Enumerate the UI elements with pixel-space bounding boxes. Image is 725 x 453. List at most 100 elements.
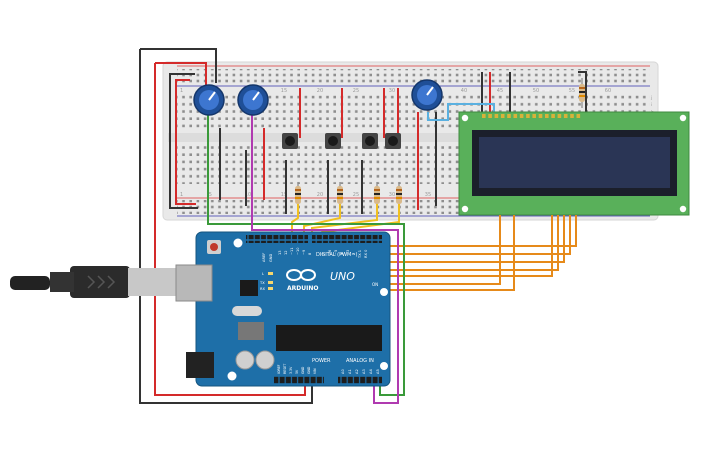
potentiometer-contrast[interactable] bbox=[411, 79, 443, 111]
resistor-3 bbox=[374, 182, 380, 208]
lcd-pin-4 bbox=[500, 114, 505, 118]
wire-magenta-analog bbox=[251, 212, 399, 404]
digital-pin-5: ~5 bbox=[334, 250, 338, 255]
lcd-pin-1 bbox=[482, 114, 486, 118]
lcd-pin-13 bbox=[557, 114, 562, 118]
digital-section-label: DIGITAL (PWM~) bbox=[316, 252, 358, 258]
power-pin-reset: RESET bbox=[283, 364, 287, 374]
capacitor-2 bbox=[255, 350, 275, 370]
digital-pin-7: 7 bbox=[322, 253, 326, 255]
wire-red-left-loop bbox=[175, 79, 196, 205]
power-pin-ioref: IOREF bbox=[277, 364, 281, 374]
arduino-uno-board: ARDUINO UNO DIGITAL (PWM~) POWER ANALOG … bbox=[175, 231, 391, 387]
analog-pin-a5: A5 bbox=[376, 369, 380, 374]
resistor-4 bbox=[396, 182, 402, 208]
usb-cable bbox=[10, 266, 180, 298]
digital-pin-3: ~3 bbox=[346, 250, 350, 255]
jumper-black-lcd-3 bbox=[578, 71, 587, 112]
push-button-3[interactable] bbox=[362, 133, 378, 149]
power-pin-gnd-2: GND bbox=[307, 366, 311, 374]
column-number-40: 40 bbox=[461, 88, 467, 94]
digital-pin-tx: TX 1 bbox=[358, 250, 362, 259]
wire-black-rail-top bbox=[140, 48, 217, 83]
column-number-50: 50 bbox=[533, 88, 539, 94]
push-button-2[interactable] bbox=[325, 133, 341, 149]
potentiometer-2[interactable] bbox=[237, 84, 269, 116]
digital-pin-10: ~10 bbox=[296, 247, 300, 255]
usb-chip bbox=[240, 280, 258, 296]
lcd-pin-3 bbox=[494, 114, 499, 118]
led-label-l: L bbox=[262, 272, 264, 276]
column-number-bottom-30: 30 bbox=[389, 192, 395, 198]
led-label-tx: TX bbox=[259, 281, 265, 285]
row-letter-i: i bbox=[651, 102, 652, 108]
lcd-pin-14 bbox=[563, 114, 568, 118]
arduino-logo bbox=[286, 269, 316, 281]
lcd-pin-15 bbox=[570, 114, 574, 118]
column-number-45: 45 bbox=[497, 88, 503, 94]
digital-pin-13: 13 bbox=[278, 250, 282, 255]
led-label-rx: RX bbox=[260, 287, 265, 291]
analog-header bbox=[338, 376, 382, 384]
column-number-30: 30 bbox=[389, 88, 395, 94]
digital-pin-11: ~11 bbox=[290, 247, 294, 255]
power-pin-gnd-1: GND bbox=[301, 366, 305, 374]
wire-red-rail-top bbox=[155, 62, 207, 86]
digital-header-1 bbox=[246, 235, 308, 243]
power-pin-5v: 5V bbox=[295, 369, 299, 374]
column-number-bottom-15: 15 bbox=[281, 192, 287, 198]
lcd-pin-2 bbox=[488, 114, 492, 118]
on-led-label: ON bbox=[372, 282, 378, 287]
power-pin-3v3: 3.3V bbox=[289, 366, 293, 374]
gnd-label: GND bbox=[269, 254, 273, 262]
resistor-2 bbox=[337, 182, 343, 208]
column-number-55: 55 bbox=[569, 88, 575, 94]
column-number-bottom-25: 25 bbox=[353, 192, 359, 198]
column-number-bottom-20: 20 bbox=[317, 192, 323, 198]
digital-pin-12: 12 bbox=[284, 250, 288, 255]
column-number-bottom-10: 10 bbox=[245, 192, 251, 198]
potentiometer-1[interactable] bbox=[193, 84, 225, 116]
analog-pin-a1: A1 bbox=[348, 369, 352, 374]
analog-section-label: ANALOG IN bbox=[346, 358, 374, 364]
wire-black-left-loop bbox=[169, 73, 198, 209]
column-number-bottom-35: 35 bbox=[425, 192, 431, 198]
analog-pin-a4: A4 bbox=[369, 369, 373, 374]
wire-green-analog bbox=[207, 212, 405, 396]
lcd-pin-7 bbox=[519, 114, 524, 118]
column-number-20: 20 bbox=[317, 88, 323, 94]
push-button-1[interactable] bbox=[282, 133, 298, 149]
crystal bbox=[232, 306, 262, 316]
column-number-60: 60 bbox=[605, 88, 611, 94]
column-number-bottom-5: 5 bbox=[209, 192, 212, 198]
top-power-rail bbox=[177, 69, 650, 83]
lcd-pin-12 bbox=[551, 114, 555, 118]
arduino-brand-label: ARDUINO bbox=[287, 285, 318, 292]
lcd-pin-6 bbox=[513, 114, 518, 118]
power-pin-vin: VIN bbox=[313, 368, 317, 374]
digital-pin-rx: RX 0 bbox=[364, 249, 368, 258]
column-number-bottom-1: 1 bbox=[180, 192, 183, 198]
digital-pin-4: 4 bbox=[340, 252, 344, 255]
power-header bbox=[274, 376, 324, 384]
lcd-pin-16 bbox=[576, 114, 581, 118]
lcd-pin-9 bbox=[532, 114, 536, 118]
lcd-pin-5 bbox=[507, 114, 511, 118]
column-number-15: 15 bbox=[281, 88, 287, 94]
lcd-pin-8 bbox=[526, 114, 530, 118]
column-number-1: 1 bbox=[180, 88, 183, 94]
lcd-display bbox=[458, 111, 690, 216]
push-button-4[interactable] bbox=[385, 133, 401, 149]
lcd-screen bbox=[479, 137, 670, 188]
power-section-label: POWER bbox=[312, 358, 331, 364]
digital-pin-6: ~6 bbox=[328, 249, 332, 255]
usb-jack bbox=[175, 264, 213, 302]
analog-pin-a2: A2 bbox=[355, 369, 359, 374]
analog-pin-a0: A0 bbox=[341, 369, 345, 374]
column-number-25: 25 bbox=[353, 88, 359, 94]
capacitor-1 bbox=[235, 350, 255, 370]
digital-pin-2: 2 bbox=[352, 253, 356, 255]
digital-header-2 bbox=[312, 235, 382, 243]
aref-label: AREF bbox=[262, 253, 266, 262]
